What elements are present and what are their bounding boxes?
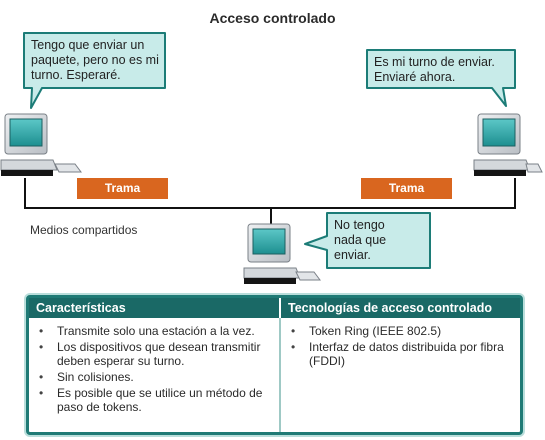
technologies-list: Token Ring (IEEE 802.5) Interfaz de dato… — [281, 318, 520, 368]
table-body: Transmite solo una estación a la vez. Lo… — [29, 318, 520, 432]
frame-left-shape — [77, 178, 168, 199]
bubble-right-text: Es mi turno de enviar. Enviaré ahora. — [374, 55, 495, 84]
frame-right-label: Trama — [388, 181, 425, 195]
list-item: Token Ring (IEEE 802.5) — [291, 324, 514, 338]
computer-center-icon — [243, 223, 321, 284]
bubble-left-shape — [23, 32, 166, 109]
bubble-center-text: No tengo nada que enviar. — [334, 218, 387, 262]
list-item: Sin colisiones. — [39, 370, 273, 384]
list-item: Los dispositivos que desean transmitir d… — [39, 340, 273, 368]
computer-right-icon — [473, 113, 543, 176]
technologies-header: Tecnologías de acceso controlado — [279, 298, 520, 318]
shared-media-lines — [24, 178, 516, 225]
list-item: Es posible que se utilice un método de p… — [39, 386, 273, 414]
characteristics-list: Transmite solo una estación a la vez. Lo… — [29, 318, 279, 414]
technologies-column: Token Ring (IEEE 802.5) Interfaz de dato… — [279, 318, 520, 432]
computer-left-icon — [0, 113, 82, 176]
characteristics-column: Transmite solo una estación a la vez. Lo… — [29, 318, 279, 432]
diagram-title: Acceso controlado — [209, 10, 336, 26]
network-diagram — [0, 32, 543, 284]
bubble-left-text: Tengo que enviar un paquete, pero no es … — [31, 38, 159, 82]
shared-media-label: Medios compartidos — [30, 223, 138, 237]
list-item: Transmite solo una estación a la vez. — [39, 324, 273, 338]
list-item: Interfaz de datos distribuida por fibra … — [291, 340, 514, 368]
characteristics-header: Características — [36, 301, 126, 315]
table-header: Características Tecnologías de acceso co… — [29, 298, 520, 318]
frame-left-label: Trama — [104, 181, 141, 195]
comparison-table: Características Tecnologías de acceso co… — [26, 295, 523, 435]
bubble-center-shape — [304, 212, 431, 269]
frame-right-shape — [361, 178, 452, 199]
bubble-right-shape — [366, 49, 516, 107]
